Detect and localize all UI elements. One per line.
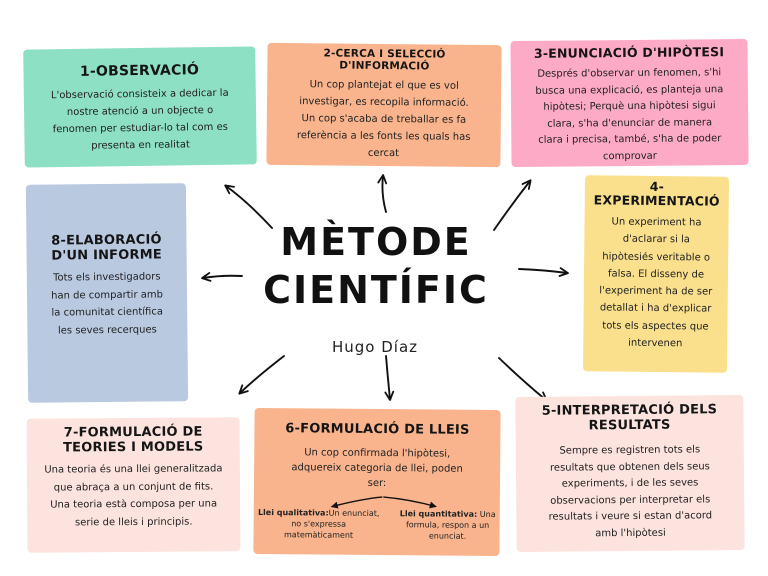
arrow-to-observacio: [224, 184, 273, 229]
card-text: Un cop plantejat el que es vol investiga…: [296, 78, 471, 159]
card-title: 3-ENUNCIACIÓ D'HIPÒTESI: [533, 44, 725, 61]
card-text: L'observació consisteix a dedicar la nos…: [50, 87, 229, 152]
card-text: Un experiment ha d'aclarar si la hipòtes…: [599, 216, 713, 350]
card-lleis: 6-FORMULACIÓ DE LLEIS Un cop confirmada …: [253, 407, 501, 557]
author-name: Hugo Díaz: [331, 338, 419, 356]
main-title: MÈTODE CIENTÍFIC: [263, 220, 489, 312]
card-title: 1-OBSERVACIÓ: [79, 62, 200, 80]
arrow-to-informacio: [377, 174, 388, 213]
arrow-to-interpretacio: [498, 357, 548, 402]
card-observacio: 1-OBSERVACIÓ L'observació consisteix a d…: [23, 46, 257, 168]
card-experimentacio: 4- EXPERIMENTACIÓ Un experiment ha d'acl…: [582, 175, 730, 373]
law-quantitative: Llei quantitativa: Una formula, respon a…: [399, 509, 496, 541]
card-title: 2-CERCA I SELECCIÓ D'INFORMACIÓ: [323, 47, 446, 73]
card-interpretacio: 5-INTERPRETACIÓ DELS RESULTATS Sempre es…: [515, 395, 745, 552]
law-qualitative: Llei qualitativa:Un enunciat, no s'expre…: [257, 507, 380, 540]
card-title: 8-ELABORACIÓ D'UN INFORME: [51, 232, 162, 264]
card-text: Tots els investigadors han de compartir …: [51, 271, 163, 337]
card-title: 5-INTERPRETACIÓ DELS RESULTATS: [541, 402, 718, 433]
arrow-to-lleis: [384, 355, 395, 401]
card-teories: 7-FORMULACIÓ DE TEORIES I MODELS Una teo…: [26, 417, 241, 553]
card-informacio: 2-CERCA I SELECCIÓ D'INFORMACIÓ Un cop p…: [266, 42, 502, 168]
arrow-to-experimentacio: [518, 267, 569, 277]
card-informe: 8-ELABORACIÓ D'UN INFORME Tots els inves…: [25, 183, 189, 403]
card-hipotesi: 3-ENUNCIACIÓ D'HIPÒTESI Després d'observ…: [510, 38, 749, 168]
card-text: Sempre es registren tots els resultats q…: [548, 444, 713, 539]
arrow-to-teories: [238, 355, 285, 395]
law-branch-arrows: [330, 496, 437, 509]
arrow-to-informe: [201, 272, 243, 282]
arrow-to-hipotesi: [493, 179, 532, 231]
card-title: 4- EXPERIMENTACIÓ: [593, 178, 720, 209]
card-text: Una teoria és una llei generalitzada que…: [44, 463, 223, 529]
card-text: Després d'observar un fenomen, s'hi busc…: [535, 67, 724, 162]
card-title: 7-FORMULACIÓ DE TEORIES I MODELS: [63, 424, 204, 456]
